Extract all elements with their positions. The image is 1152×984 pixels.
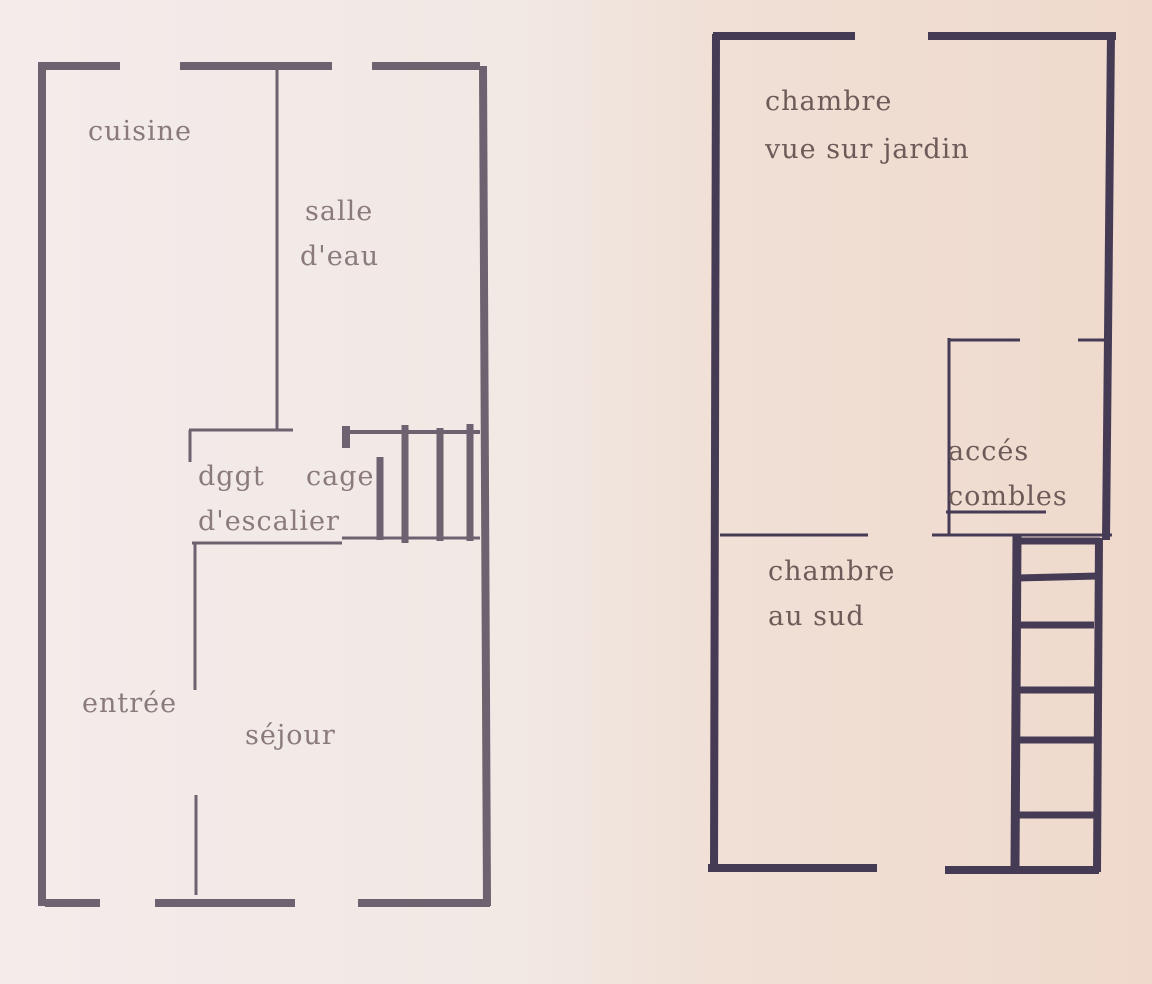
room-label-attic-access-line2: combles <box>948 481 1068 512</box>
room-label-bedroom-garden-line2: vue sur jardin <box>765 134 970 165</box>
upper-floor-outer-walls <box>708 31 1116 874</box>
room-label-living-room: séjour <box>245 720 336 751</box>
room-label-kitchen: cuisine <box>88 116 193 147</box>
room-label-shower-room-line1: salle <box>305 196 374 227</box>
room-label-stairwell-line2: d'escalier <box>198 506 340 537</box>
room-label-bedroom-garden-line1: chambre <box>765 86 893 117</box>
room-label-stairwell-line1: cage <box>306 461 375 492</box>
room-label-bedroom-south-line2: au sud <box>768 601 865 632</box>
room-label-storage: dggt <box>198 461 265 492</box>
ground-floor-partitions <box>188 66 342 895</box>
room-label-bedroom-south-line1: chambre <box>768 556 896 587</box>
ground-floor-outer-walls <box>38 62 491 907</box>
upper-floor-plan <box>708 31 1116 874</box>
room-label-shower-room-line2: d'eau <box>300 241 380 272</box>
upper-floor-stairs <box>1010 534 1100 869</box>
ground-floor-plan <box>38 62 491 907</box>
room-label-entrance: entrée <box>82 688 178 719</box>
room-label-attic-access-line1: accés <box>948 436 1030 467</box>
upper-floor-partitions <box>720 338 1112 537</box>
ground-floor-stairs <box>342 424 480 543</box>
